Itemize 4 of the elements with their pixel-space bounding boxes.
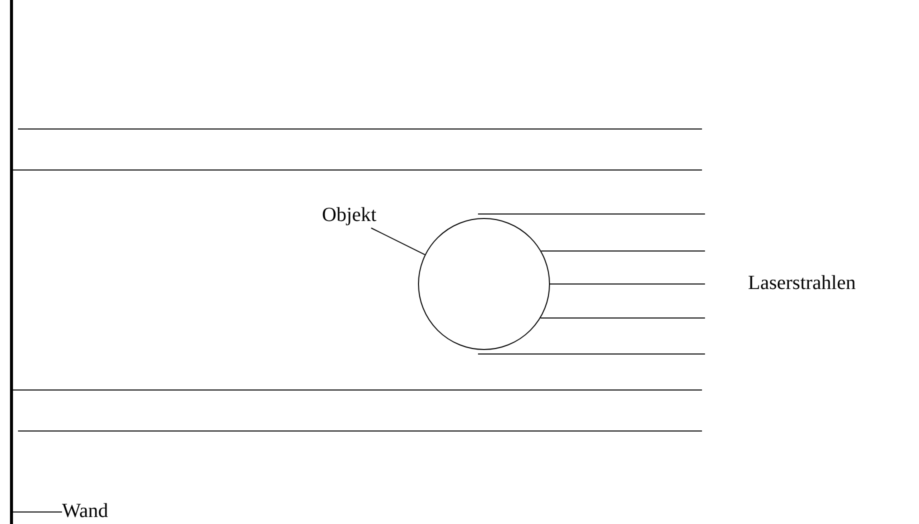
laser-label: Laserstrahlen bbox=[748, 272, 856, 294]
wall-label: Wand bbox=[62, 500, 108, 522]
object-label: Objekt bbox=[322, 204, 376, 226]
leader-line bbox=[370, 228, 426, 256]
